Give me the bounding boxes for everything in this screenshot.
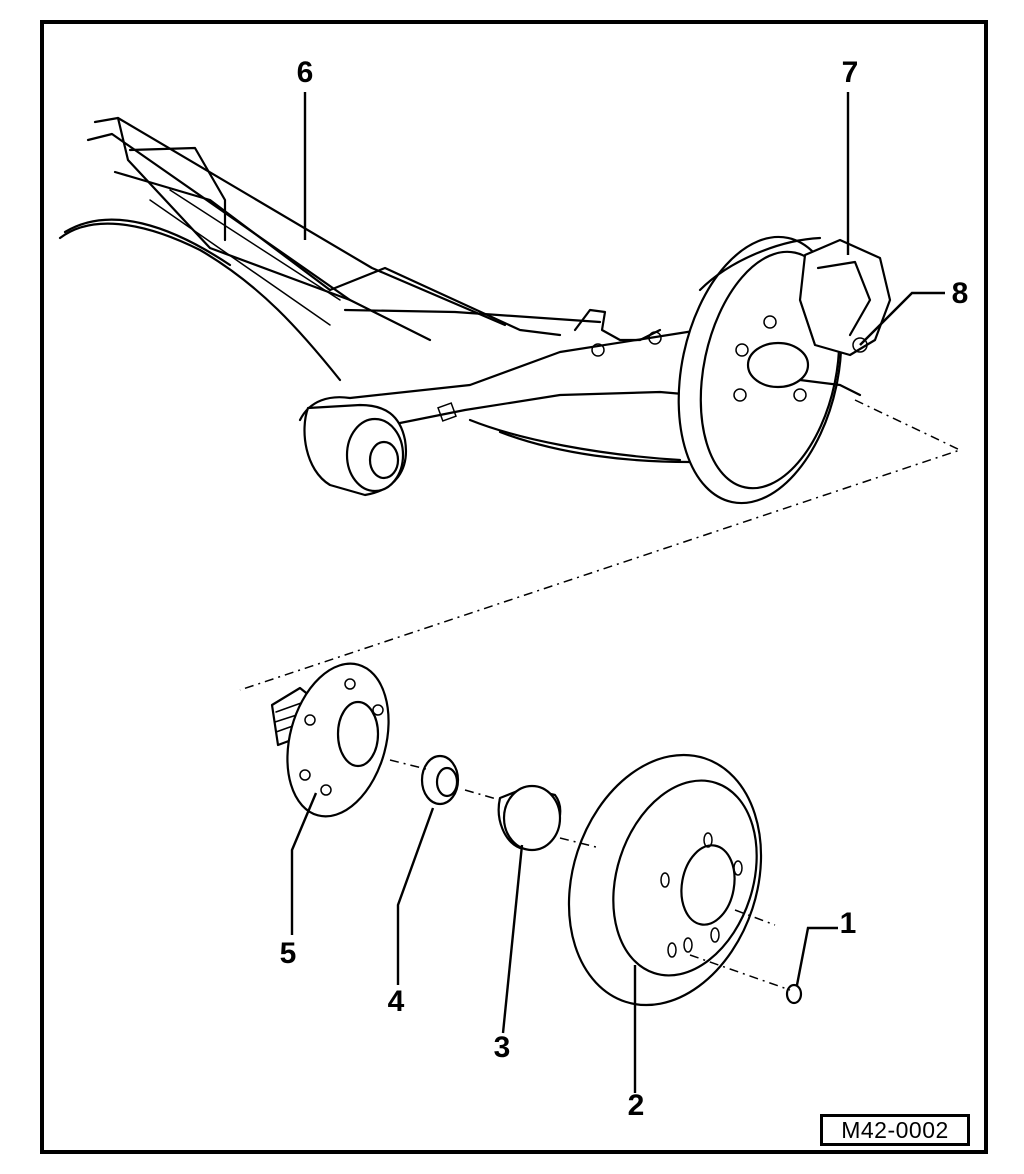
callout-6: 6 bbox=[296, 56, 314, 89]
wheel-hub bbox=[270, 662, 390, 818]
callout-4: 4 bbox=[387, 985, 405, 1018]
grease-cap bbox=[497, 784, 562, 852]
brake-disc bbox=[567, 753, 763, 1007]
callout-1: 1 bbox=[839, 907, 857, 940]
hex-bolt bbox=[785, 983, 803, 1005]
callout-8: 8 bbox=[951, 277, 969, 310]
leader-lines bbox=[290, 92, 945, 1093]
callout-5: 5 bbox=[279, 937, 297, 970]
figure-id-label: M42-0002 bbox=[820, 1114, 970, 1146]
wheel-bearing-housing bbox=[677, 235, 892, 505]
bearing-nut bbox=[420, 754, 460, 806]
rear-axle-beam bbox=[58, 116, 702, 497]
callout-7: 7 bbox=[841, 56, 859, 89]
assembly-axis-lines bbox=[239, 399, 963, 991]
callout-2: 2 bbox=[627, 1089, 645, 1122]
callout-3: 3 bbox=[493, 1031, 511, 1064]
